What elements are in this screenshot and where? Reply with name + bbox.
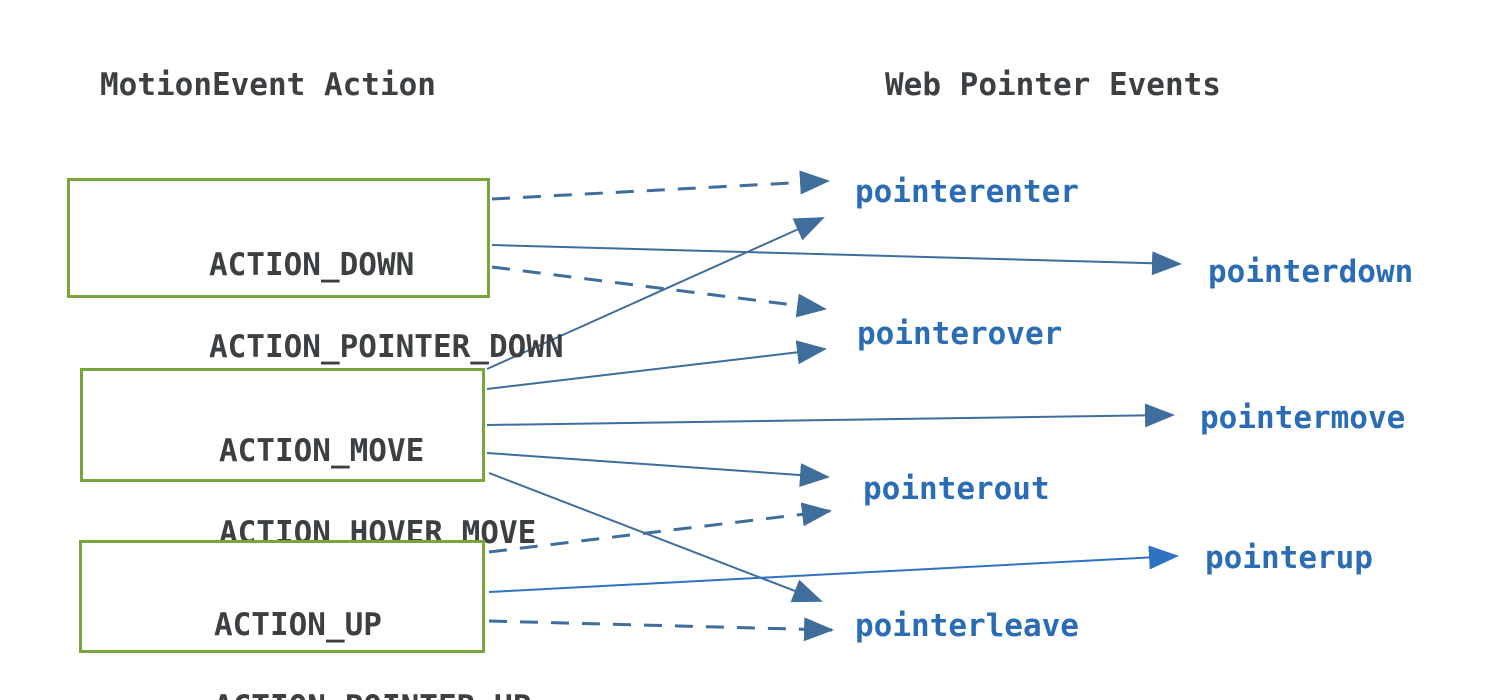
event-label-pointerover: pointerover [857,316,1063,352]
event-label-pointerdown: pointerdown [1208,254,1414,290]
action-label: ACTION_POINTER_UP [214,689,531,700]
edge-up-to-pointerleave [488,617,834,642]
edge-move-to-pointerover [486,340,827,390]
action-label: ACTION_MOVE [218,433,425,469]
edge-move-to-pointermove [486,403,1175,428]
edge-down-to-pointerenter [491,170,830,201]
edge-up-to-pointerup [488,545,1179,593]
right-column-title: Web Pointer Events [885,67,1221,103]
action-box-move: ACTION_MOVE ACTION_HOVER_MOVE [80,368,536,551]
action-box-up: ACTION_UP ACTION_POINTER_UP [79,540,531,700]
edge-up-to-pointerout [488,502,832,554]
edge-down-to-pointerover [491,265,827,318]
left-column-title: MotionEvent Action [100,67,436,103]
event-label-pointerup: pointerup [1205,540,1373,576]
event-label-pointermove: pointermove [1200,400,1406,436]
action-label: ACTION_DOWN [208,247,415,283]
edge-down-to-pointerdown [491,244,1182,276]
action-label: ACTION_UP [213,607,382,643]
event-label-pointerenter: pointerenter [855,174,1079,210]
action-label: ACTION_POINTER_DOWN [208,329,564,365]
edge-move-to-pointerleave [488,472,823,603]
edge-move-to-pointerenter [486,217,825,370]
edge-move-to-pointerout [486,452,830,488]
event-label-pointerout: pointerout [863,471,1050,507]
action-box-down: ACTION_DOWN ACTION_POINTER_DOWN [67,178,564,365]
event-label-pointerleave: pointerleave [855,608,1079,644]
